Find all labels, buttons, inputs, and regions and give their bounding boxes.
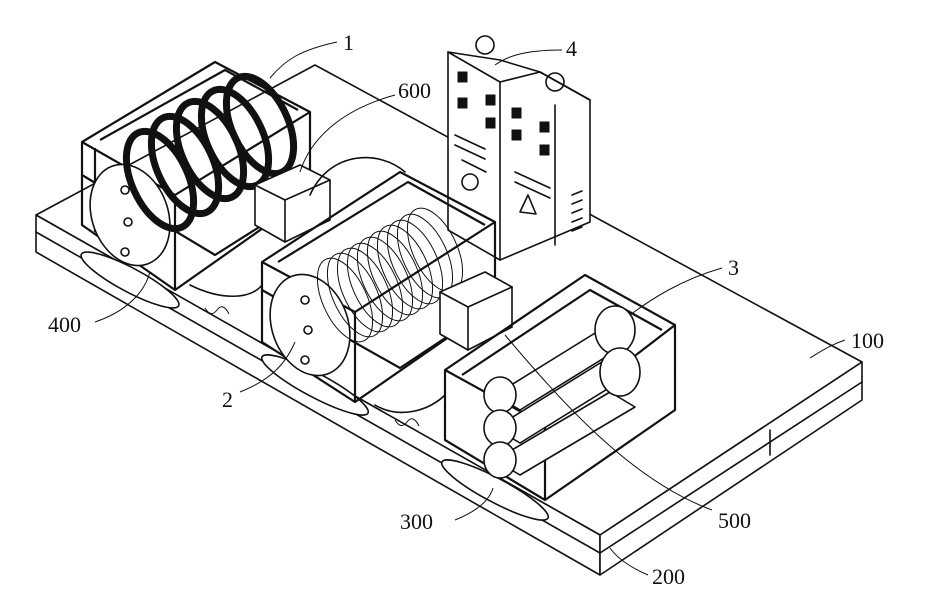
label-600: 600 [398,78,431,103]
label-3: 3 [728,255,739,280]
label-2: 2 [222,387,233,412]
indicator [512,130,521,140]
label-500: 500 [718,508,751,533]
indicator [458,72,467,82]
cabinet-body [448,52,590,260]
indicator [458,98,467,108]
control-cabinet [448,36,590,260]
indicator [486,118,495,128]
label-300: 300 [400,509,433,534]
label-200: 200 [652,564,685,589]
indicator [486,95,495,105]
label-100: 100 [851,328,884,353]
label-400: 400 [48,312,81,337]
label-1: 1 [343,30,354,55]
indicator [540,145,549,155]
indicator [540,122,549,132]
label-4: 4 [566,36,577,61]
lifting-eye [476,36,494,54]
indicator [512,108,521,118]
